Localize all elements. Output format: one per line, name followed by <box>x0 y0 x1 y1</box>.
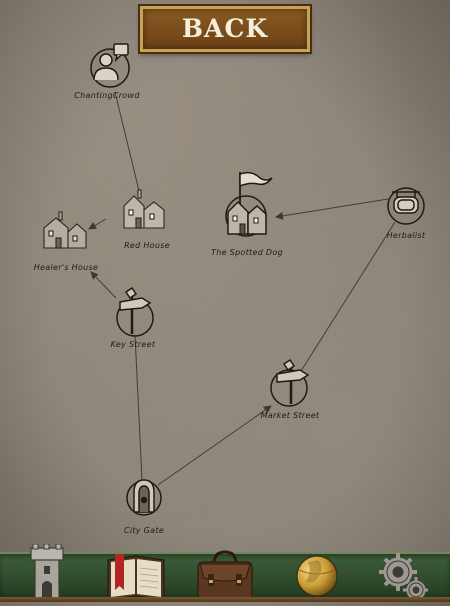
map-node-herbalist[interactable]: Herbalist <box>387 187 426 240</box>
tavern-flag-icon <box>225 171 273 237</box>
bottom-toolbar <box>0 543 450 602</box>
path-market-herbalist <box>300 221 396 372</box>
map-node-label: City Gate <box>124 526 164 535</box>
map-node-label: Market Street <box>261 411 320 420</box>
satchel-icon[interactable] <box>194 550 256 602</box>
gate-lock-icon <box>126 479 162 516</box>
herbalist-sign-icon <box>387 187 425 225</box>
back-button[interactable]: BACK <box>140 6 310 52</box>
map-node-market-street[interactable]: Market Street <box>261 358 320 420</box>
speaking-person-icon <box>90 43 130 88</box>
map-node-chanting-crowd[interactable]: ChantingCrowd <box>74 43 140 100</box>
map-node-label: Key Street <box>111 340 156 349</box>
map-node-the-spotted-dog[interactable]: The Spotted Dog <box>211 171 283 257</box>
map-node-label: Herbalist <box>387 231 426 240</box>
path-keystreet-healer <box>90 271 117 299</box>
gears-icon[interactable] <box>378 550 428 602</box>
map-node-label: Red House <box>124 241 170 250</box>
map-node-label: Healer's House <box>34 263 98 272</box>
path-herbalist-spotteddog <box>275 198 389 220</box>
path-keystreet-gate <box>134 334 143 481</box>
path-crowd-redhouse <box>114 91 141 196</box>
house-icon <box>123 189 165 229</box>
house-icon <box>43 211 87 249</box>
globe-icon[interactable] <box>294 552 340 602</box>
map-paths <box>88 91 396 486</box>
map-node-label: ChantingCrowd <box>74 91 140 100</box>
path-gate-market <box>157 405 272 486</box>
journal-book-icon[interactable] <box>106 552 166 602</box>
path-redhouse-healer <box>88 218 107 230</box>
tower-icon[interactable] <box>26 543 68 602</box>
map-node-healers-house[interactable]: Healer's House <box>34 211 98 272</box>
map-node-key-street[interactable]: Key Street <box>111 286 156 349</box>
map-node-city-gate[interactable]: City Gate <box>124 479 164 535</box>
signpost-icon <box>270 358 310 407</box>
map-node-red-house[interactable]: Red House <box>123 189 170 250</box>
signpost-icon <box>116 286 154 337</box>
map-node-label: The Spotted Dog <box>211 248 283 257</box>
